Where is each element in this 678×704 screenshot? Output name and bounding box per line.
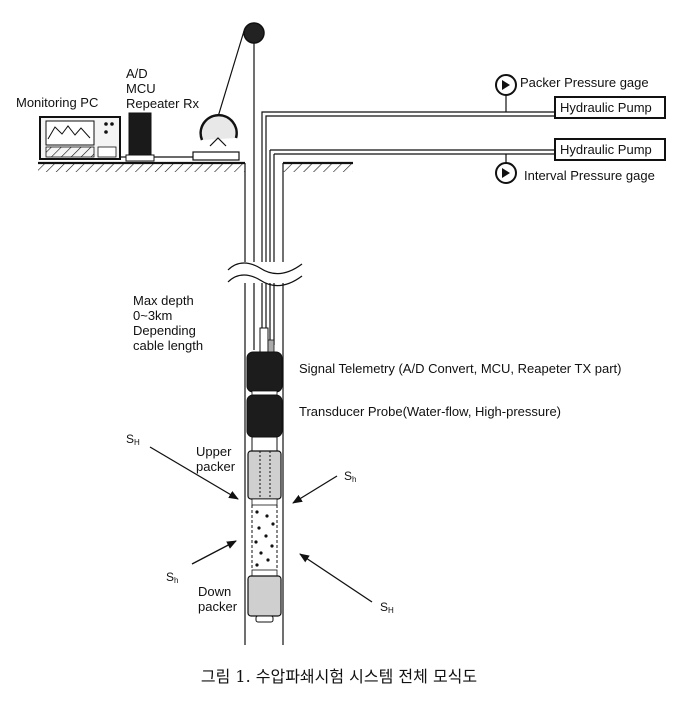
sh-major-arrow-left [149, 446, 239, 500]
sh-major-arrow-right [299, 553, 373, 603]
hydraulic-pump-bottom [554, 138, 666, 161]
label-signal-telemetry: Signal Telemetry (A/D Convert, MCU, Reap… [299, 361, 621, 376]
label-max-depth-1: Max depth [133, 293, 194, 308]
label-down-packer-2: packer [198, 599, 238, 614]
packer-pressure-gage-icon [495, 74, 517, 112]
label-max-depth-3: Depending [133, 323, 196, 338]
label-ad: A/D [126, 66, 148, 81]
downhole-tool-string [246, 327, 283, 623]
signal-telemetry-module [246, 351, 283, 393]
label-transducer-probe: Transducer Probe(Water-flow, High-pressu… [299, 404, 561, 419]
sh-minor-arrow-left [191, 540, 237, 565]
symbol-sh-minor-left: Sh [166, 570, 178, 585]
label-upper-packer-2: packer [196, 459, 236, 474]
ground-surface [38, 161, 353, 172]
borehole [244, 163, 284, 645]
cable-winch [152, 113, 240, 161]
label-max-depth-2: 0~3km [133, 308, 172, 323]
label-max-depth-4: cable length [133, 338, 203, 353]
label-upper-packer-1: Upper [196, 444, 232, 459]
stress-arrows [149, 446, 373, 603]
monitoring-pc [39, 116, 128, 160]
hydraulic-pump-top [554, 96, 666, 119]
symbol-sh-major-right: SH [380, 600, 394, 615]
label-interval-pressure-gage: Interval Pressure gage [524, 168, 655, 183]
sheave-wheel [243, 22, 265, 44]
label-repeater-rx: Repeater Rx [126, 96, 199, 111]
depth-break-mark [227, 262, 303, 287]
sh-minor-arrow-right [292, 475, 338, 504]
label-monitoring-pc: Monitoring PC [16, 95, 98, 110]
transducer-probe-module [246, 394, 283, 438]
cable [213, 30, 255, 350]
ad-mcu-repeater-unit [125, 112, 155, 162]
label-mcu: MCU [126, 81, 156, 96]
label-down-packer-1: Down [198, 584, 231, 599]
down-packer [247, 575, 282, 617]
upper-packer [247, 450, 282, 500]
label-packer-pressure-gage: Packer Pressure gage [520, 75, 649, 90]
label-hydraulic-pump-bottom: Hydraulic Pump [560, 142, 652, 157]
interval-pressure-gage-icon [495, 154, 517, 184]
hydraulic-lines [261, 111, 555, 345]
figure-caption: 그림 1. 수압파쇄시험 시스템 전체 모식도 [201, 667, 477, 686]
symbol-sh-major-left: SH [126, 432, 140, 447]
label-hydraulic-pump-top: Hydraulic Pump [560, 100, 652, 115]
test-interval [251, 505, 278, 570]
symbol-sh-minor-right: Sh [344, 469, 356, 484]
